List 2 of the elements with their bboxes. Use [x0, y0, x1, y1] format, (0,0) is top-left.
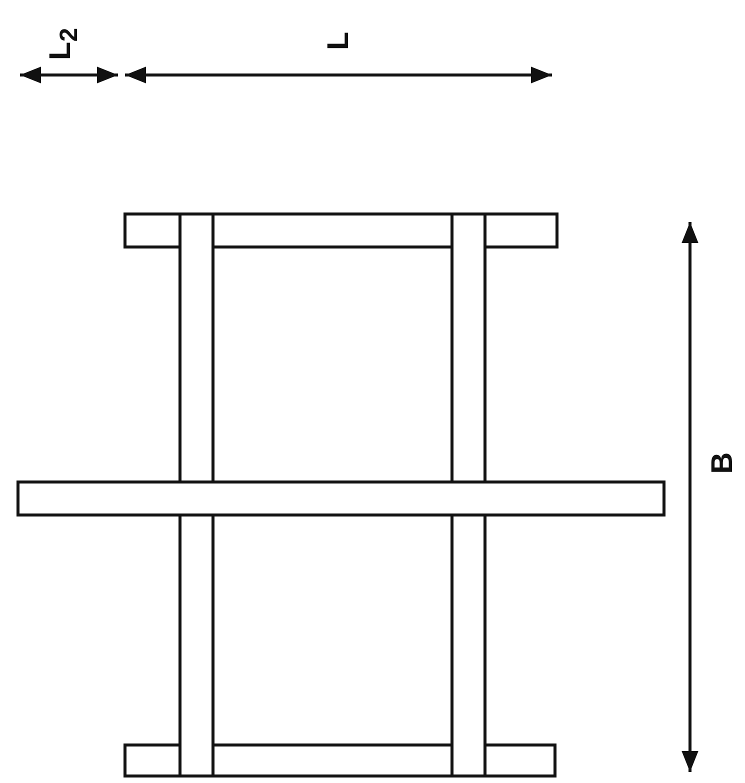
- dimension-label: B: [708, 452, 738, 474]
- dimension-label: L: [324, 32, 354, 50]
